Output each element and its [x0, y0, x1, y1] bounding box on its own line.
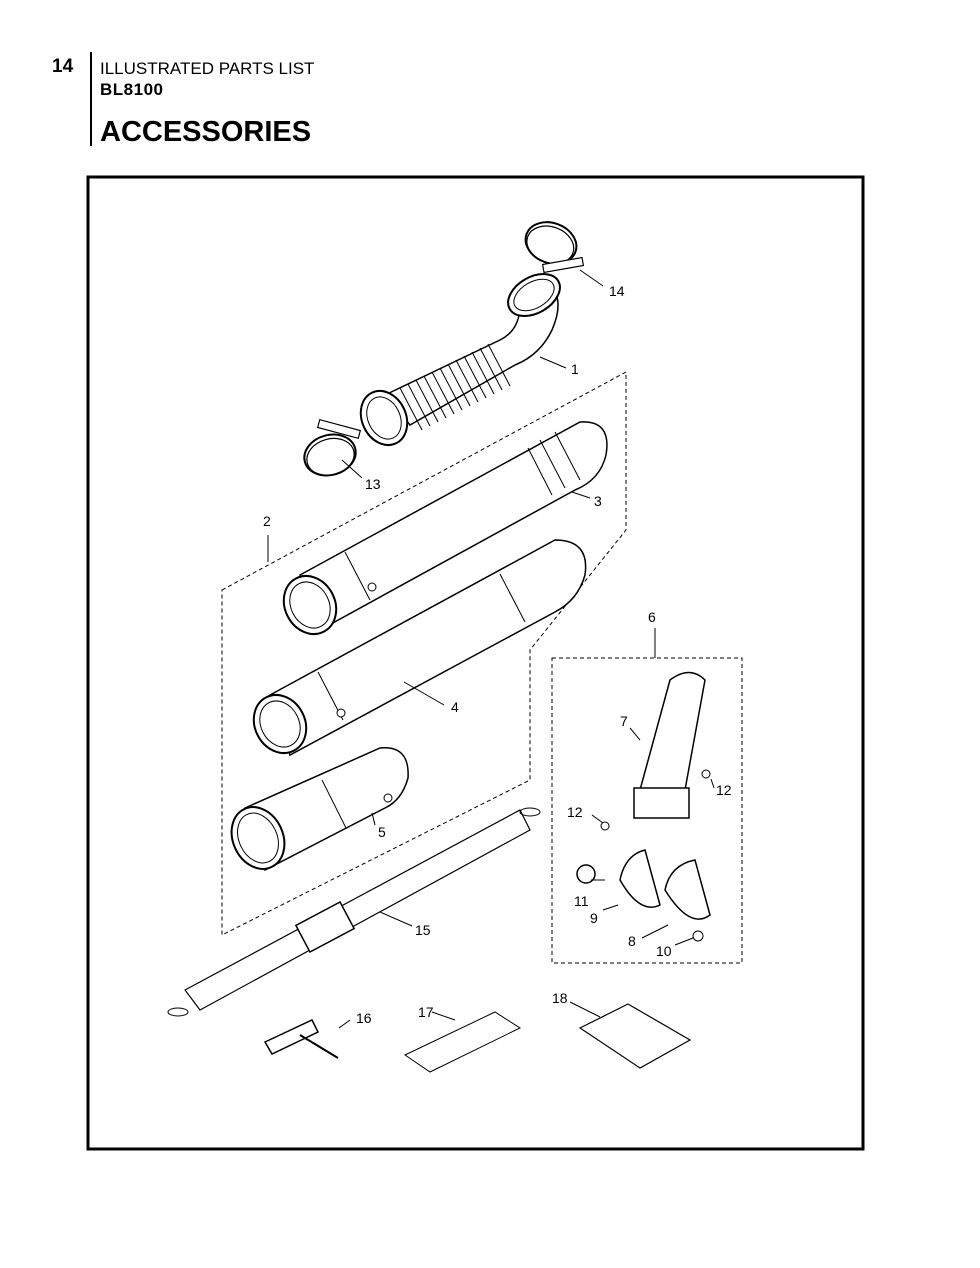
part-12-screw-right [701, 769, 711, 779]
part-17-label [403, 1011, 522, 1073]
part-7-handle [633, 671, 706, 819]
callout-7: 7 [620, 713, 628, 729]
part-18-manual [578, 1003, 692, 1069]
callout-11: 11 [574, 893, 589, 909]
callout-9: 9 [590, 910, 598, 926]
callout-12-left: 12 [567, 804, 583, 820]
part-12-screw-left [600, 821, 610, 831]
leader-lines [267, 269, 715, 1029]
part-1-flex-hose [359, 273, 561, 447]
part-14-clamp-screw [541, 256, 585, 274]
part-5-nozzle [230, 747, 409, 872]
page-title: ACCESSORIES [100, 116, 312, 148]
part-13-clamp-screw [316, 418, 362, 440]
page-number: 14 [52, 56, 74, 77]
part-15-strap [167, 807, 541, 1017]
callout-13: 13 [365, 476, 381, 492]
section-label: ILLUSTRATED PARTS LIST [100, 59, 315, 78]
callout-4: 4 [451, 699, 459, 715]
part-8-handle-clamp-half [664, 859, 711, 920]
callout-14: 14 [609, 283, 625, 299]
header-divider [90, 52, 92, 146]
group-box-handle [551, 657, 743, 964]
callout-17: 17 [418, 1004, 434, 1020]
callout-18: 18 [552, 990, 568, 1006]
part-16-wrench [263, 1019, 339, 1059]
callout-6: 6 [648, 609, 656, 625]
model-label: BL8100 [100, 80, 164, 99]
group-box-pipes [221, 371, 627, 936]
part-10-nut [692, 930, 704, 942]
callout-5: 5 [378, 824, 386, 840]
callout-3: 3 [594, 493, 602, 509]
part-9-handle-clamp-half [619, 849, 661, 908]
callout-1: 1 [571, 361, 579, 377]
diagram-frame [86, 175, 865, 1151]
callout-16: 16 [356, 1010, 372, 1026]
part-4-pipe [252, 539, 587, 757]
callout-12-right: 12 [716, 782, 732, 798]
part-11-knob [576, 864, 596, 884]
callout-8: 8 [628, 933, 636, 949]
callout-10: 10 [656, 943, 672, 959]
callout-15: 15 [415, 922, 431, 938]
part-3-pipe [282, 421, 608, 635]
callout-2: 2 [263, 513, 271, 529]
